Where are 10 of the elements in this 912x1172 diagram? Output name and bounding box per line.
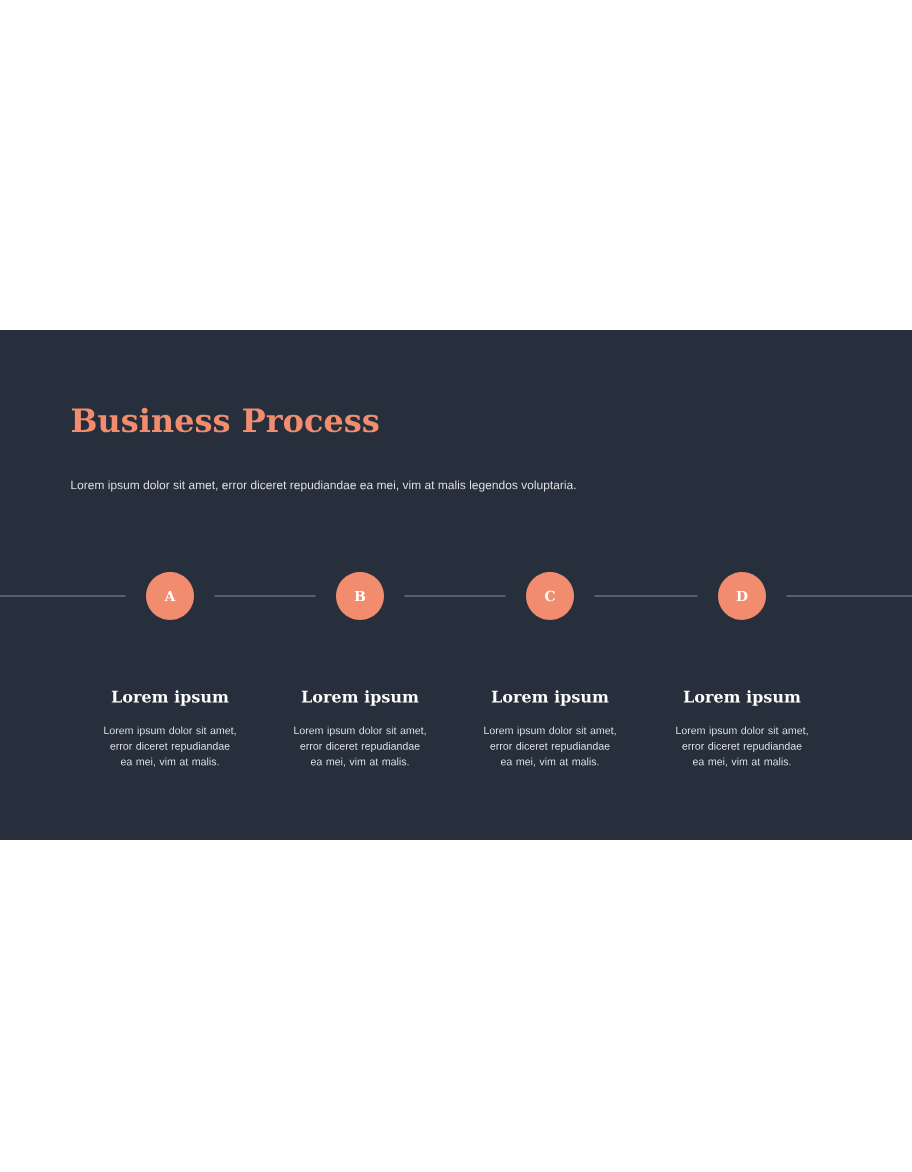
connector-line [0,595,127,597]
step-heading: Lorem ipsum [111,690,229,706]
connector-line [213,595,317,597]
step-heading: Lorem ipsum [683,690,801,706]
step-heading: Lorem ipsum [301,690,419,706]
title: Business Process [71,407,379,433]
connector-line [785,595,912,597]
step-heading: Lorem ipsum [491,690,609,706]
connector-line [403,595,507,597]
connector-line [593,595,699,597]
